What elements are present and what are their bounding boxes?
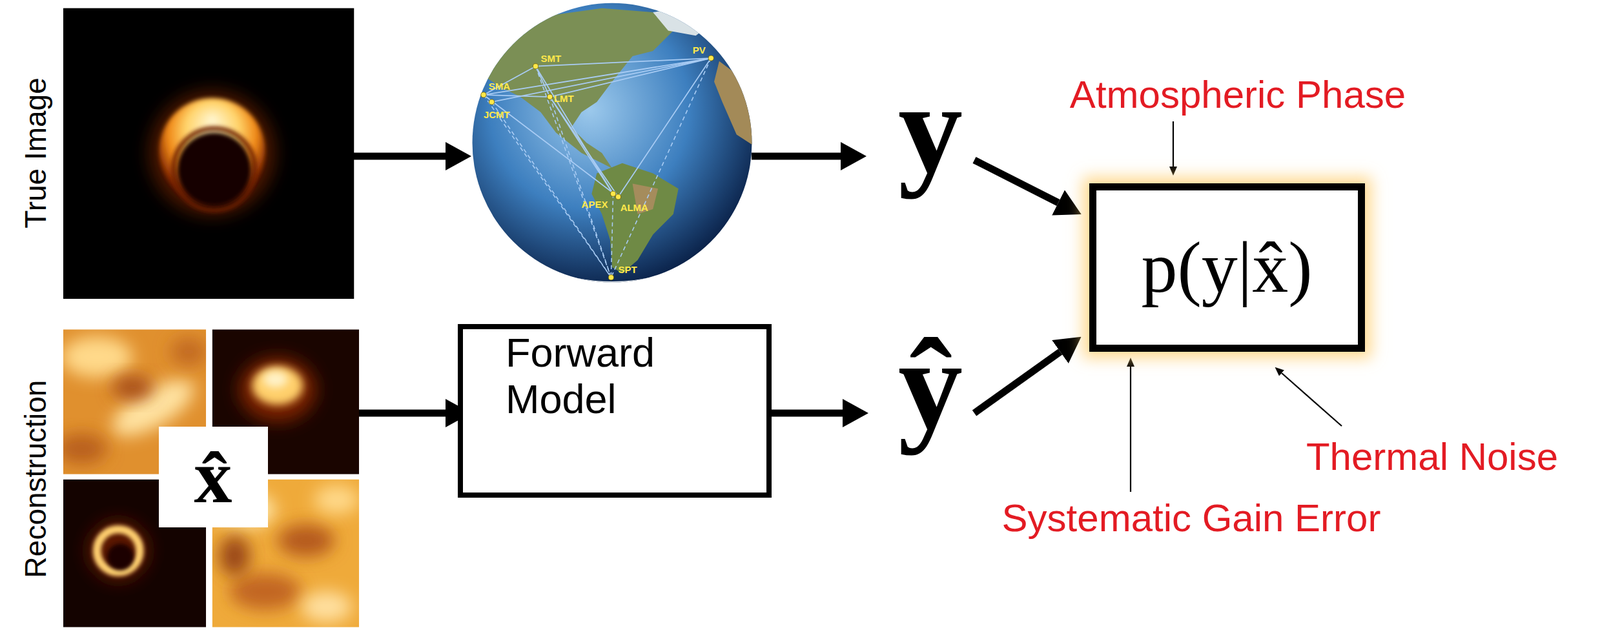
noise-source-label: Thermal Noise [1306,437,1559,477]
likelihood-box: p(y|x̂) [1089,183,1365,352]
true-image [63,8,354,299]
station-name: SPT [617,264,637,275]
row-label: Reconstruction [20,380,51,579]
station-name: SMA [488,80,511,91]
station-name: APEX [581,199,609,210]
leader-lines [1130,121,1342,493]
reconstruction-tiles [56,329,359,627]
station-name: SMT [540,53,562,64]
measurement-symbol: y [898,63,963,194]
measurement-symbol: ŷ [898,320,963,450]
earth-globe [472,3,758,296]
node-text: p(y|x̂) [1140,225,1313,310]
station-name: PV [692,45,706,55]
row-label: True Image [20,77,51,229]
estimate-symbol-box: x̂ [158,426,268,528]
node-text: Forward Model [505,329,719,423]
noise-source-label: Atmospheric Phase [1069,75,1406,115]
station-name: ALMA [620,202,649,212]
node-text: x̂ [194,433,233,522]
station-name: JCMT [483,109,511,119]
process-box: Forward Model [457,324,772,498]
station-name: LMT [553,92,575,103]
noise-source-label: Systematic Gain Error [1002,499,1382,538]
